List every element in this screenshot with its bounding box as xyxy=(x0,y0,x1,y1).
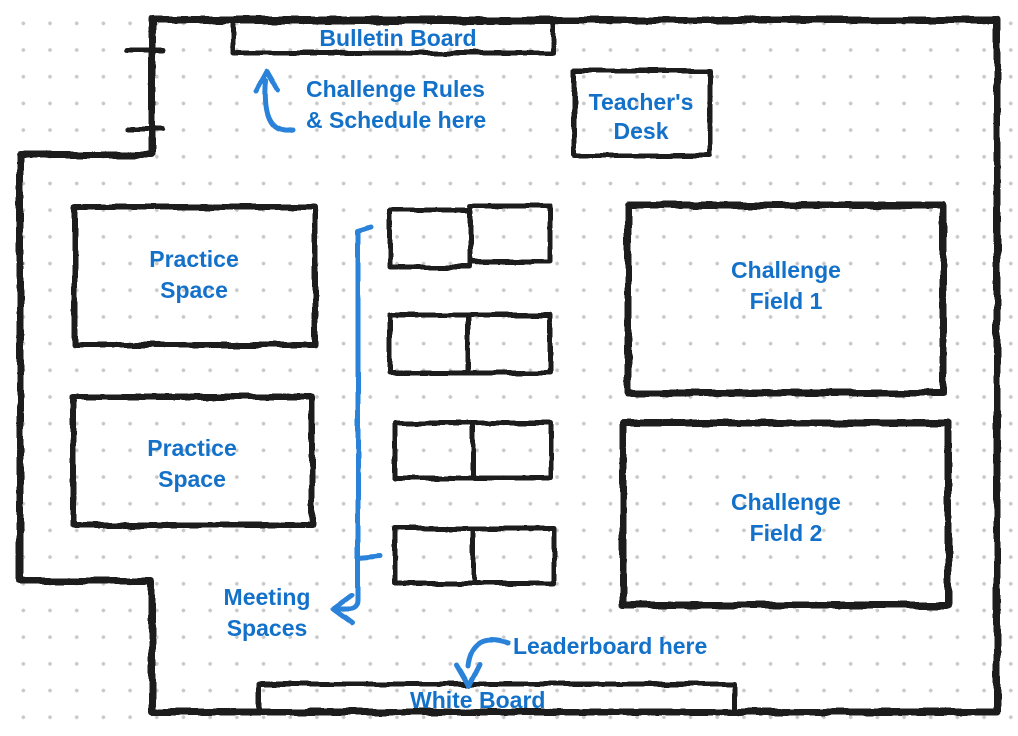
challenge-field-1-label-line2: Field 1 xyxy=(750,288,823,314)
meeting-spaces-label-line2: Spaces xyxy=(227,615,308,641)
challenge-field-2-label-line1: Challenge xyxy=(731,489,841,515)
practice-space-2-shape xyxy=(70,394,315,528)
teachers-desk-label-line2: Desk xyxy=(614,118,669,144)
rules-annotation-line1: Challenge Rules xyxy=(306,76,485,102)
practice-space-2-label-line2: Space xyxy=(158,466,226,492)
challenge-field-1-label-line1: Challenge xyxy=(731,257,841,283)
meeting-spaces-arrow xyxy=(330,224,383,626)
practice-space-1-label-line2: Space xyxy=(160,277,228,303)
meeting-table-1-left xyxy=(387,207,473,270)
bulletin-board-label: Bulletin Board xyxy=(319,25,476,51)
meeting-spaces-label-line1: Meeting xyxy=(224,584,311,610)
leaderboard-annotation-label: Leaderboard here xyxy=(513,633,707,659)
rules-arrow xyxy=(253,68,296,134)
meeting-table-1-right xyxy=(467,203,553,265)
teachers-desk-shape xyxy=(571,68,713,159)
rules-annotation-line2: & Schedule here xyxy=(306,107,486,133)
challenge-field-2-label-line2: Field 2 xyxy=(750,520,823,546)
challenge-field-1-shape xyxy=(624,201,947,397)
room-outline-wall xyxy=(16,16,1001,716)
challenge-field-2-shape xyxy=(619,419,952,609)
white-board-label: White Board xyxy=(410,687,545,713)
white-board-shape xyxy=(256,681,737,716)
bulletin-board-shape xyxy=(230,19,556,56)
leaderboard-arrow xyxy=(454,637,512,689)
practice-space-1-shape xyxy=(72,204,318,348)
practice-space-2-label-line1: Practice xyxy=(147,435,237,461)
teachers-desk-label-line1: Teacher's xyxy=(589,89,694,115)
practice-space-1-label-line1: Practice xyxy=(149,246,239,272)
